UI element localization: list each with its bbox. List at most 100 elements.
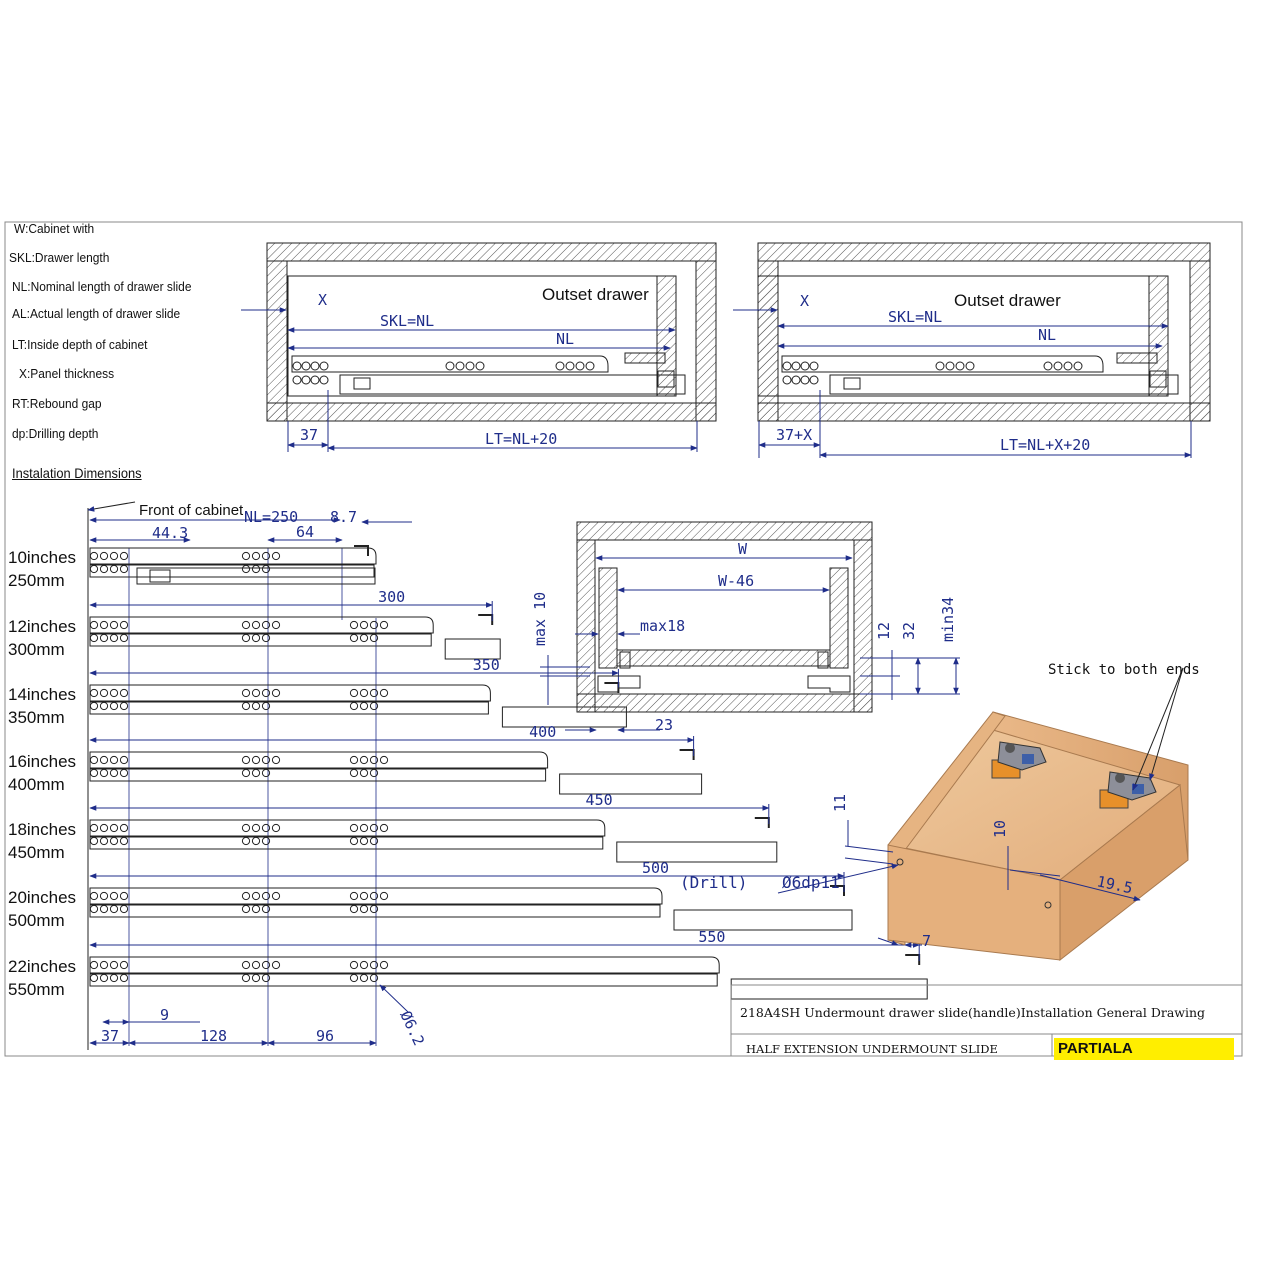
mounting-hole <box>109 960 119 970</box>
partial-extension-badge: PARTIALA <box>1054 1038 1234 1060</box>
mounting-hole <box>119 755 129 765</box>
drawer-11: 11 <box>831 794 849 812</box>
mounting-hole <box>241 551 251 561</box>
cabinet-top-panel <box>757 242 1211 262</box>
mounting-hole <box>271 551 281 561</box>
section-view: W W-46 max18 max 10 12 32 min34 23 <box>531 521 960 734</box>
mounting-hole <box>241 633 251 643</box>
mounting-hole <box>119 973 129 983</box>
mounting-hole <box>251 701 261 711</box>
slide-row-5: 450 <box>89 791 778 863</box>
mounting-hole <box>379 688 389 698</box>
top-left-nl: NL <box>556 330 574 348</box>
mounting-hole <box>271 823 281 833</box>
mounting-hole <box>359 768 369 778</box>
top-right-x: X <box>800 292 809 310</box>
slide-row-4: 400 <box>89 723 703 795</box>
mounting-hole <box>261 701 271 711</box>
mounting-hole <box>119 960 129 970</box>
mounting-hole <box>261 960 271 970</box>
mounting-hole <box>251 904 261 914</box>
mounting-hole <box>89 633 99 643</box>
dim-64: 64 <box>296 523 314 541</box>
mounting-hole <box>99 620 109 630</box>
drawer-back-panel <box>656 275 677 397</box>
size-label-inch-4: 16inches <box>8 752 77 771</box>
legend-cabinet-width: W:Cabinet with <box>14 221 95 236</box>
mounting-hole <box>251 551 261 561</box>
mounting-hole <box>251 973 261 983</box>
mounting-hole <box>89 904 99 914</box>
front-of-cabinet-label: Front of cabinet <box>139 502 244 519</box>
mounting-hole <box>379 823 389 833</box>
size-label-inch-2: 12inches <box>8 617 77 636</box>
mounting-hole <box>261 551 271 561</box>
mounting-hole <box>99 823 109 833</box>
slide-stop <box>149 569 171 583</box>
mounting-hole <box>261 836 271 846</box>
section-23: 23 <box>655 716 673 734</box>
mounting-hole <box>109 755 119 765</box>
section-w46: W-46 <box>718 572 754 590</box>
mounting-hole <box>251 823 261 833</box>
nl-value: 500 <box>642 859 669 877</box>
dim-44: 44.3 <box>152 524 188 542</box>
mounting-hole <box>89 768 99 778</box>
mounting-hole <box>109 633 119 643</box>
mounting-hole <box>369 973 379 983</box>
mounting-hole <box>359 620 369 630</box>
mounting-hole <box>119 620 129 630</box>
dim-128: 128 <box>200 1027 227 1045</box>
mounting-hole <box>369 836 379 846</box>
mounting-hole <box>261 891 271 901</box>
slide-lower-member <box>89 701 489 715</box>
size-label-mm-6: 500mm <box>8 911 65 930</box>
legend-nominal-length: NL:Nominal length of drawer slide <box>12 279 192 294</box>
top-right-view: Outset drawer X SKL=NL NL 37+X LT=NL+X+2… <box>733 242 1211 458</box>
mounting-hole <box>359 891 369 901</box>
mounting-hole <box>261 564 271 574</box>
mounting-hole <box>359 823 369 833</box>
mounting-hole <box>89 701 99 711</box>
mounting-hole <box>349 836 359 846</box>
drawer-drill: (Drill) <box>680 873 747 892</box>
nl-value: 350 <box>473 656 500 674</box>
mounting-hole <box>379 891 389 901</box>
slide-row-1 <box>89 545 377 585</box>
sheet-frame <box>4 221 1243 1057</box>
mounting-hole <box>369 891 379 901</box>
slide-holes <box>292 361 595 385</box>
mounting-hole <box>261 973 271 983</box>
mounting-hole <box>359 633 369 643</box>
mounting-hole <box>359 960 369 970</box>
cabinet-top <box>576 521 873 541</box>
mounting-hole <box>349 904 359 914</box>
mounting-hole <box>241 564 251 574</box>
section-12: 12 <box>875 622 893 640</box>
legend-inside-depth: LT:Inside depth of cabinet <box>12 337 148 352</box>
slide-upper-member <box>89 684 491 702</box>
mounting-hole <box>251 620 261 630</box>
slide-runner <box>501 706 627 728</box>
mounting-hole <box>271 960 281 970</box>
slide-lower-member <box>89 768 547 782</box>
mounting-hole <box>109 836 119 846</box>
mounting-hole <box>359 701 369 711</box>
mounting-hole <box>119 823 129 833</box>
slide-upper-member <box>89 887 663 905</box>
mounting-hole <box>241 768 251 778</box>
mounting-hole <box>251 633 261 643</box>
dim-96: 96 <box>316 1027 334 1045</box>
mounting-hole <box>119 836 129 846</box>
mounting-hole <box>109 904 119 914</box>
rear-bracket <box>478 614 494 625</box>
mounting-hole <box>241 620 251 630</box>
mounting-hole <box>271 891 281 901</box>
mounting-hole <box>379 755 389 765</box>
legend-drilling-depth: dp:Drilling depth <box>12 426 99 441</box>
mounting-hole <box>359 904 369 914</box>
mounting-hole <box>261 768 271 778</box>
drawer-right-side <box>1059 784 1189 962</box>
cabinet-left-panel <box>266 260 288 422</box>
